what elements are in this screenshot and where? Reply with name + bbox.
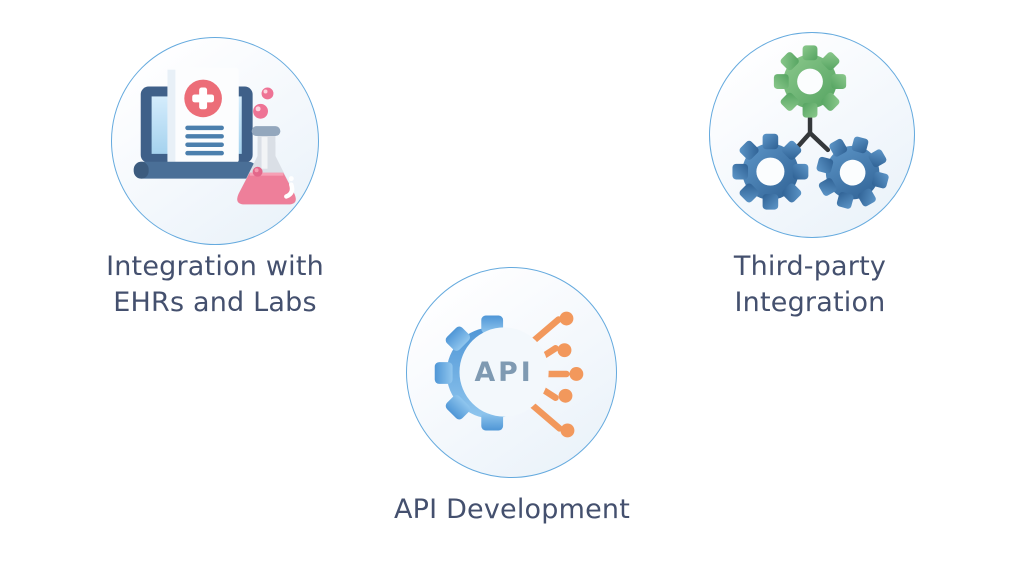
label-line-2: Integration — [734, 287, 886, 318]
ehr-labs-icon-circle — [111, 37, 319, 245]
flask-cap — [251, 126, 281, 137]
feature-label-api-development: API Development — [352, 492, 672, 528]
label-line-1: API Development — [393, 494, 631, 525]
green-gear-icon — [773, 45, 847, 118]
medical-document-icon — [167, 67, 239, 163]
liquid-highlight — [284, 182, 295, 199]
api-gear-text: API — [474, 357, 533, 388]
flask-liquid — [237, 172, 296, 205]
third-party-icon-circle — [709, 32, 915, 238]
laptop-base — [133, 161, 257, 179]
feature-label-third-party: Third-party Integration — [650, 249, 970, 321]
api-center-disc — [459, 327, 549, 417]
blue-gear-left-icon — [732, 133, 809, 210]
flask-glass-highlight — [261, 137, 268, 169]
three-connected-gears-icon — [732, 45, 889, 210]
liquid-surface — [249, 172, 284, 176]
feature-label-ehr-labs: Integration with EHRs and Labs — [55, 249, 375, 321]
document-text-lines — [185, 125, 224, 156]
laptop-medical-document-flask-icon — [133, 67, 296, 205]
medical-cross-icon — [192, 87, 215, 110]
flask-icon — [237, 87, 296, 205]
api-icon-circle: API — [406, 267, 617, 478]
floating-bubbles — [253, 87, 274, 119]
label-line-1: Third-party — [733, 251, 887, 282]
blue-gear-right-icon — [816, 136, 889, 209]
circuit-nodes — [557, 311, 584, 438]
label-line-2: EHRs and Labs — [113, 287, 317, 318]
api-gear-circuit-icon: API — [434, 311, 584, 438]
label-line-1: Integration with — [106, 251, 324, 282]
